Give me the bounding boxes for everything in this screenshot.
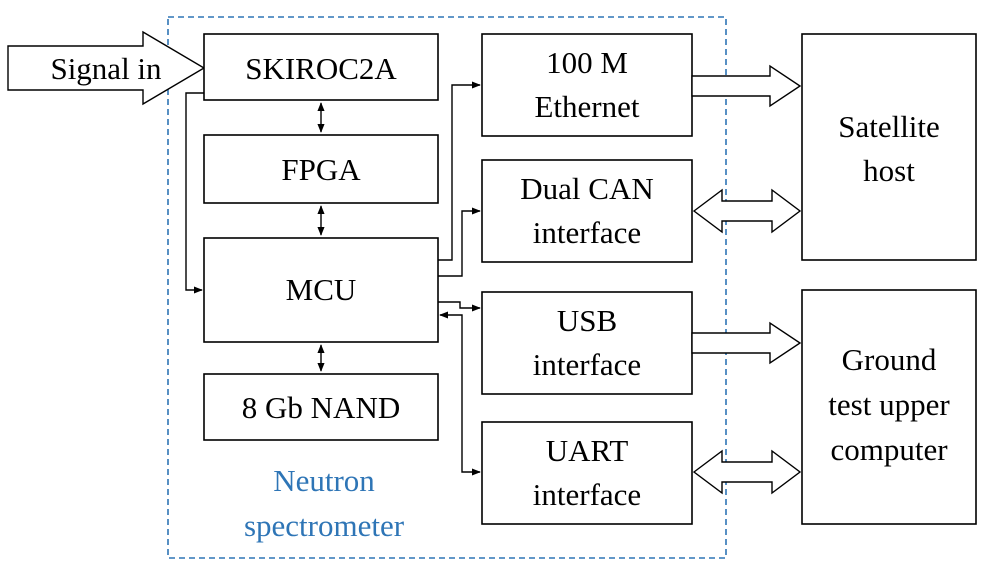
dual-can-label-line1: Dual CAN	[520, 171, 653, 206]
nand-block	[203, 373, 439, 441]
uart-ground-double-arrow	[692, 449, 802, 495]
mcu-uart-link	[439, 311, 481, 476]
skiroc-mcu-link	[185, 92, 204, 294]
fpga-block	[203, 134, 439, 204]
mcu-ethernet-link	[438, 81, 481, 261]
fpga-label: FPGA	[281, 152, 361, 187]
ground-test-label-line3: computer	[830, 432, 948, 467]
neutron-spectrometer-label-line2: spectrometer	[244, 508, 405, 543]
uart-block	[481, 421, 693, 525]
ground-test-label-line1: Ground	[842, 342, 937, 377]
usb-label-line1: USB	[557, 303, 617, 338]
satellite-host-label-line2: host	[863, 153, 915, 188]
uart-label-line2: interface	[533, 477, 641, 512]
nand-label: 8 Gb NAND	[242, 390, 400, 425]
mcu-block	[203, 237, 439, 343]
ethernet-label-line1: 100 M	[546, 45, 628, 80]
skiroc2a-block	[203, 33, 439, 101]
mcu-can-link	[438, 207, 481, 277]
skiroc2a-label: SKIROC2A	[245, 51, 397, 86]
satellite-host-block	[801, 33, 977, 261]
ethernet-label-line2: Ethernet	[534, 89, 639, 124]
satellite-host-label-line1: Satellite	[838, 109, 940, 144]
ethernet-to-satellite-arrow	[691, 64, 802, 108]
ground-test-label-line2: test upper	[828, 387, 950, 422]
ground-test-block	[801, 289, 977, 525]
usb-label-line2: interface	[533, 347, 641, 382]
signal-in-label: Signal in	[50, 51, 162, 86]
usb-to-ground-arrow	[691, 321, 802, 365]
uart-label-line1: UART	[546, 433, 629, 468]
mcu-label: MCU	[286, 272, 357, 307]
usb-block	[481, 291, 693, 395]
ethernet-block	[481, 33, 693, 137]
signal-in-arrow	[7, 30, 206, 106]
neutron-spectrometer-label-line1: Neutron	[273, 463, 375, 498]
dual-can-label-line2: interface	[533, 215, 641, 250]
mcu-usb-link	[438, 301, 481, 312]
dual-can-block	[481, 159, 693, 263]
can-satellite-double-arrow	[692, 188, 802, 234]
